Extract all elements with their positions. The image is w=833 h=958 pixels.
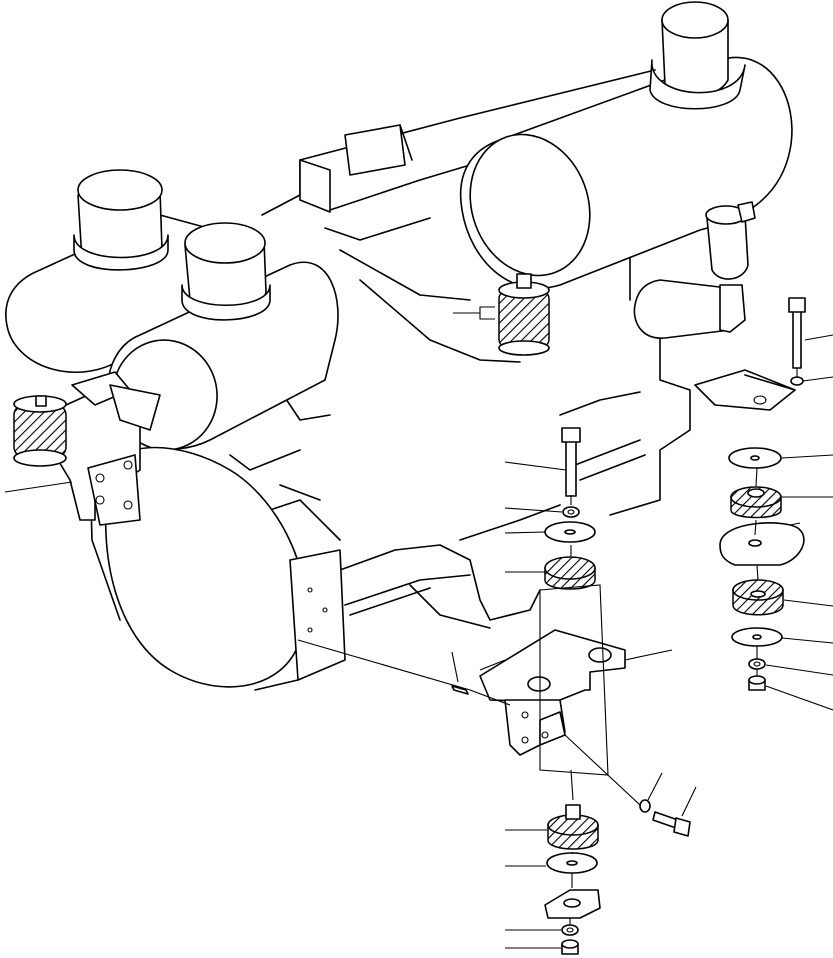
lower-plate (544, 889, 601, 919)
lower-nut (561, 939, 579, 955)
center-pin (451, 685, 469, 695)
side-lock-washer (639, 799, 651, 813)
center-bracket (479, 584, 626, 776)
right-plate (719, 522, 805, 566)
right-rubber-mount-lower (732, 579, 784, 616)
left-bracket (54, 371, 161, 526)
side-bolt (652, 811, 691, 837)
left-rubber-mount (13, 395, 67, 467)
right-lock-washer (748, 658, 766, 670)
upper-rubber-mount (498, 273, 550, 356)
right-muffler (459, 1, 793, 339)
right-washer-bottom (731, 627, 783, 647)
lower-lock-washer (561, 924, 579, 936)
center-washer (544, 521, 596, 543)
center-bolt (561, 427, 581, 497)
lower-rubber-mount (547, 804, 599, 850)
right-washer-top (728, 447, 782, 469)
callout-leaders (4, 306, 833, 949)
center-rubber-mount (544, 556, 596, 590)
right-nut (748, 675, 766, 691)
lower-washer (546, 852, 598, 874)
right-upper-bracket (694, 369, 796, 411)
right-rubber-mount-upper (730, 486, 782, 519)
center-lock-washer (562, 506, 580, 518)
assembly-lines (297, 368, 798, 925)
